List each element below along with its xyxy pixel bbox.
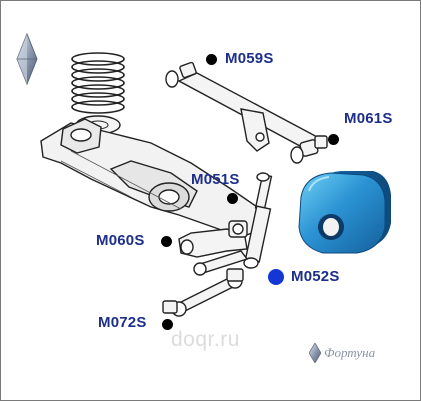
label-m072s: M072S bbox=[98, 314, 147, 331]
callout-dot-m061s bbox=[328, 134, 339, 145]
brand-diamond-icon bbox=[309, 343, 321, 363]
toe-link bbox=[162, 268, 244, 317]
label-m061s: M061S bbox=[344, 110, 393, 127]
callout-dot-m060s bbox=[161, 236, 172, 247]
label-m051s: M051S bbox=[191, 171, 240, 188]
brand-mark: Фортуна bbox=[309, 343, 375, 363]
watermark-text: doqr.ru bbox=[171, 328, 240, 351]
brand-name: Фортуна bbox=[324, 345, 376, 360]
label-m059s: M059S bbox=[225, 50, 274, 67]
axle-housing bbox=[40, 118, 264, 238]
lower-control-arm bbox=[178, 220, 249, 276]
label-m060s: M060S bbox=[96, 232, 145, 249]
shock-absorber bbox=[243, 172, 273, 269]
callout-dot-m072s bbox=[162, 319, 173, 330]
lateral-rod bbox=[165, 61, 328, 164]
callout-dot-m051s bbox=[227, 193, 238, 204]
label-m052s: M052S bbox=[291, 268, 340, 285]
callout-dot-m052s bbox=[268, 269, 284, 285]
diamond-logo-icon bbox=[16, 32, 38, 86]
coil-spring bbox=[71, 52, 125, 114]
bushing-product-image bbox=[298, 171, 391, 254]
callout-dot-m059s bbox=[206, 54, 217, 65]
